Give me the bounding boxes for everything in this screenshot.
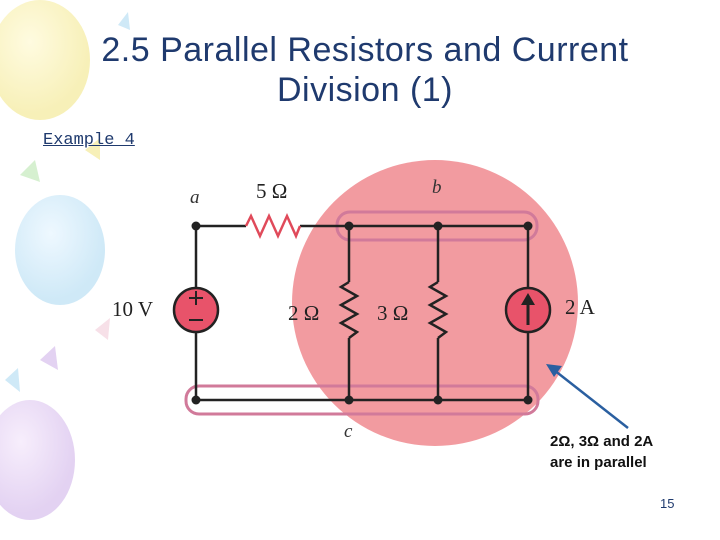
node-c-outline [184,384,540,416]
current-source [504,286,552,334]
node-a-label: a [190,187,200,208]
example-label: Example 4 [43,131,135,150]
page-number: 15 [660,496,675,511]
parallel-note-line2: are in parallel [550,454,647,471]
node-c-label: c [344,421,353,442]
resistor-5-label: 5 Ω [256,179,287,203]
slide-title-line2: Division (1) [276,71,454,109]
node-b-label: b [432,177,442,198]
arrow-up-icon [521,293,535,305]
slide-title: 2.5 Parallel Resistors and Current Divis… [20,30,710,110]
parallel-note-line1: 2Ω, 3Ω and 2A [550,433,654,450]
resistor-2-ohm [338,280,360,339]
resistor-3-ohm [427,280,449,339]
current-source-label: 2 A [565,295,596,319]
slide-title-line1: 2.5 Parallel Resistors and Current [101,31,629,69]
circuit-wires [194,224,530,402]
arrowhead-icon [546,364,562,377]
voltage-source-label: 10 V [112,297,153,321]
circuit-nodes [191,221,533,405]
resistor-2-label: 2 Ω [288,301,319,325]
resistor-3-label: 3 Ω [377,301,408,325]
voltage-source [172,286,220,334]
resistor-5-ohm [244,212,302,240]
annotation-arrow [553,369,629,429]
parallel-note: 2Ω, 3Ω and 2A are in parallel [550,431,653,473]
